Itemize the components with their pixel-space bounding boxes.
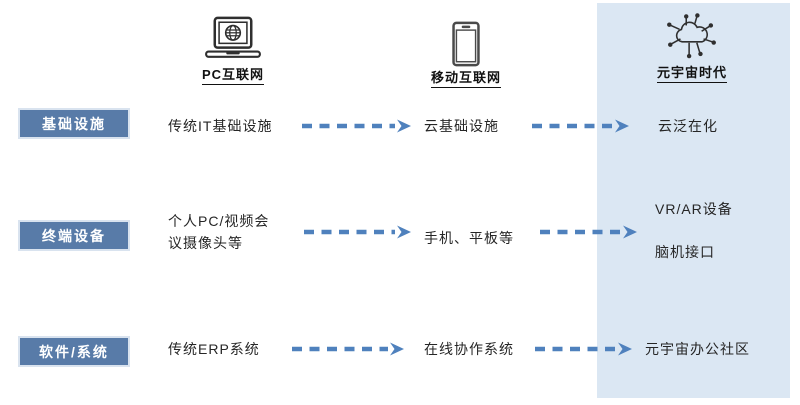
- dashed-arrow: [302, 225, 412, 239]
- row-label-software-systems: 软件/系统: [18, 336, 130, 367]
- dashed-arrow: [290, 342, 405, 356]
- column-header-mobile: 移动互联网: [408, 21, 524, 88]
- row-label-infrastructure: 基础设施: [18, 108, 130, 139]
- cell-metaverse-software: 元宇宙办公社区: [645, 341, 750, 357]
- row-label-terminal-devices: 终端设备: [18, 220, 130, 251]
- laptop-globe-icon: [204, 16, 262, 64]
- cloud-network-icon: [665, 12, 719, 62]
- column-header-metaverse: 元宇宙时代: [634, 12, 750, 83]
- cell-line: 议摄像头等: [168, 235, 243, 251]
- cell-metaverse-infrastructure: 云泛在化: [658, 118, 718, 134]
- dashed-arrow: [538, 225, 638, 239]
- cell-mobile-infrastructure: 云基础设施: [424, 118, 499, 134]
- column-header-pc: PC互联网: [175, 16, 291, 85]
- cell-metaverse-devices-bci: 脑机接口: [655, 244, 715, 260]
- column-label-metaverse: 元宇宙时代: [656, 62, 727, 83]
- dashed-arrow: [533, 342, 633, 356]
- cell-pc-infrastructure: 传统IT基础设施: [168, 118, 273, 134]
- smartphone-icon: [450, 21, 482, 67]
- dashed-arrow: [530, 119, 630, 133]
- cell-line: 个人PC/视频会: [168, 213, 270, 229]
- cell-mobile-software: 在线协作系统: [424, 341, 514, 357]
- metaverse-column-panel: [597, 3, 790, 398]
- cell-pc-software: 传统ERP系统: [168, 341, 260, 357]
- column-label-pc: PC互联网: [201, 64, 265, 85]
- cell-metaverse-devices-vr: VR/AR设备: [655, 201, 733, 217]
- dashed-arrow: [300, 119, 412, 133]
- cell-mobile-devices: 手机、平板等: [424, 230, 514, 246]
- cell-pc-devices: 个人PC/视频会 议摄像头等: [168, 210, 269, 254]
- column-label-mobile: 移动互联网: [430, 67, 501, 88]
